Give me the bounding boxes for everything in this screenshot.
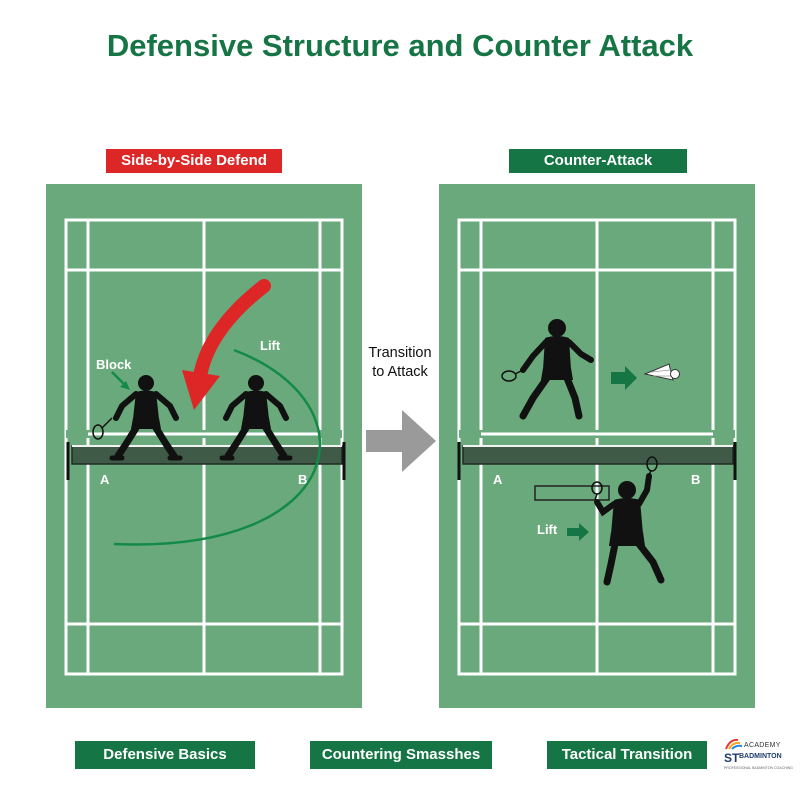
page-title: Defensive Structure and Counter Attack: [106, 28, 694, 63]
red-attack-arrow: [182, 279, 271, 410]
lift-arrow: [567, 523, 589, 541]
logo-badminton-text: BADMINTON: [739, 753, 782, 760]
player-a-silhouette: [92, 375, 180, 458]
transition-line-1: Transition: [368, 345, 432, 361]
shuttlecock-icon: [643, 363, 680, 381]
player-top-silhouette: [501, 319, 594, 420]
counter-attack-label: Counter-Attack: [509, 149, 687, 173]
logo-st-text: ST: [724, 751, 740, 765]
player-a-label: A: [100, 472, 110, 487]
logo-tagline-text: PROFESSIONAL BADMINTON COACHING: [724, 766, 793, 770]
lift-annotation: Lift: [260, 338, 281, 353]
player-b-label: B: [691, 472, 700, 487]
player-bottom-silhouette: [591, 456, 665, 586]
transition-text: Transition to Attack: [358, 344, 442, 382]
transition-arrow: [366, 410, 436, 472]
net-drop-box: [534, 485, 610, 501]
logo-academy-text: ACADEMY: [744, 742, 781, 749]
attack-arrow: [611, 366, 637, 390]
lift-curve: [113, 348, 321, 546]
block-pointer-arrow: [111, 371, 130, 390]
net: [457, 442, 737, 480]
counter-attack-court: Lift A B: [439, 184, 755, 708]
tactical-transition-button[interactable]: Tactical Transition: [547, 741, 707, 769]
transition-line-2: to Attack: [372, 364, 428, 380]
academy-logo: ACADEMY ST BADMINTON PROFESSIONAL BADMIN…: [724, 737, 793, 777]
defend-court: Block Lift A B: [46, 184, 362, 708]
block-annotation: Block: [96, 357, 132, 372]
countering-smashes-button[interactable]: Countering Smasshes: [310, 741, 492, 769]
lift-annotation: Lift: [537, 522, 558, 537]
player-b-label: B: [298, 472, 307, 487]
defensive-basics-button[interactable]: Defensive Basics: [75, 741, 255, 769]
logo-swoosh-icon: [725, 738, 743, 750]
player-a-label: A: [493, 472, 503, 487]
side-by-side-defend-label: Side-by-Side Defend: [106, 149, 282, 173]
net: [66, 442, 346, 480]
